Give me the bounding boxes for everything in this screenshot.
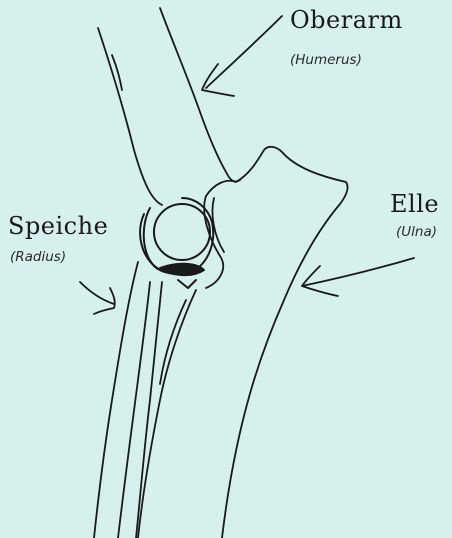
label-arrows — [80, 16, 414, 314]
label-humerus-latin: (Humerus) — [290, 52, 362, 68]
elbow-joint — [140, 198, 213, 288]
humerus-bone — [98, 8, 240, 205]
label-oberarm: Oberarm — [290, 6, 403, 34]
label-elle: Elle — [390, 190, 439, 218]
label-radius-latin: (Radius) — [10, 249, 66, 265]
arrow-elle — [302, 258, 414, 286]
arrow-speiche — [80, 282, 114, 304]
label-speiche: Speiche — [8, 212, 108, 240]
ulna-bone — [138, 147, 348, 538]
arrow-oberarm — [206, 16, 282, 88]
radius-bone — [94, 262, 162, 538]
label-ulna-latin: (Ulna) — [396, 224, 437, 240]
